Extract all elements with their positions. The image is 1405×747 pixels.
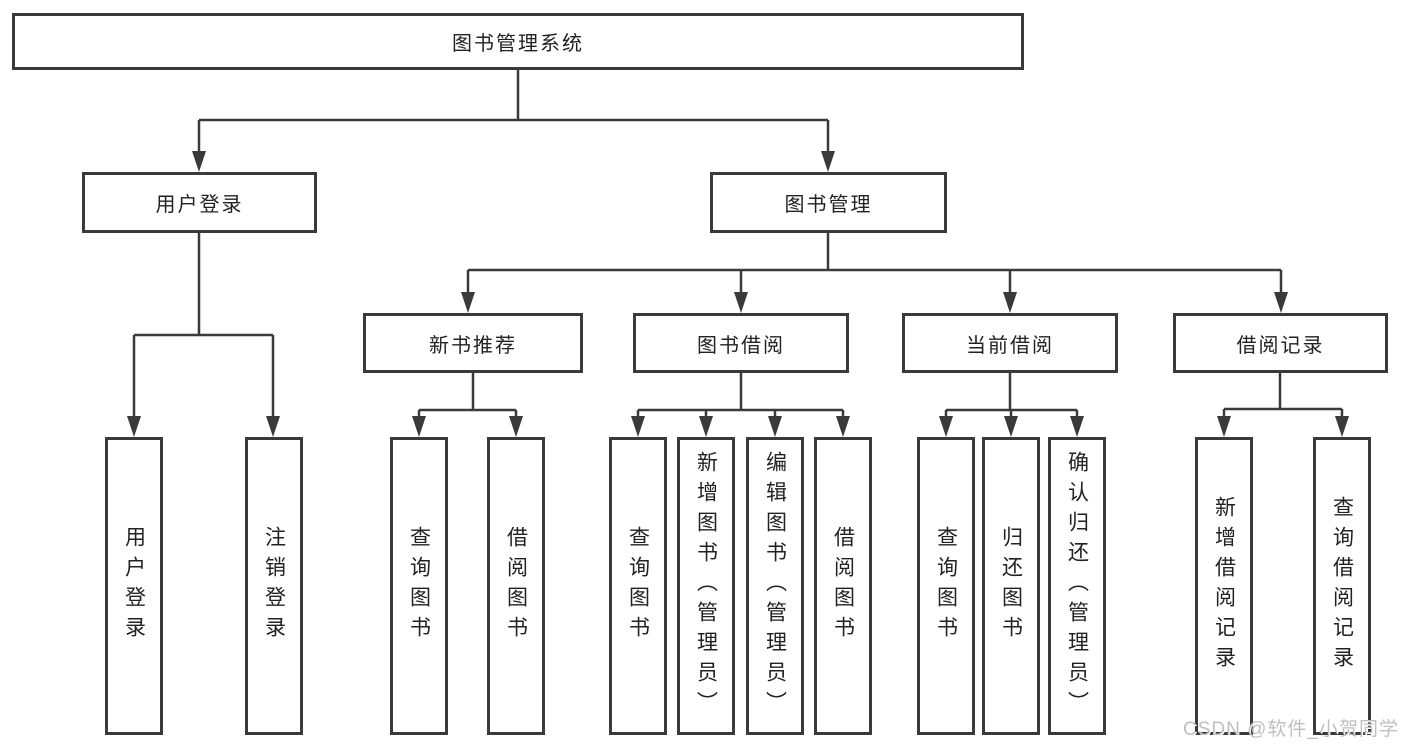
node-label: 查询图书 [626,526,650,646]
node-label: 新书推荐 [429,334,517,357]
node-current-borrowing: 当前借阅 [902,313,1118,373]
node-leaf-query-borrow-record: 查询借阅记录 [1313,437,1371,735]
node-leaf-add-books-admin: 新增图书（管理员） [677,437,735,735]
node-label: 查询借阅记录 [1330,496,1354,676]
arrowhead-icons [127,151,1349,437]
node-label: 编辑图书（管理员） [763,451,787,721]
node-library-management-system: 图书管理系统 [12,13,1024,70]
node-label: 查询图书 [407,526,431,646]
node-label: 借阅记录 [1236,334,1325,357]
node-label: 图书管理系统 [452,33,584,55]
node-label: 用户登录 [122,526,146,646]
node-label: 借阅图书 [504,526,528,646]
node-book-management-branch: 图书管理 [710,172,947,233]
node-label: 新增图书（管理员） [694,451,718,721]
node-label: 确认归还（管理员） [1065,451,1089,721]
node-leaf-query-books-3: 查询图书 [917,437,975,735]
node-leaf-user-login: 用户登录 [105,437,163,735]
node-leaf-return-books: 归还图书 [982,437,1040,735]
node-leaf-confirm-return-admin: 确认归还（管理员） [1048,437,1106,735]
node-label: 借阅图书 [831,526,855,646]
node-leaf-logout: 注销登录 [245,437,303,735]
node-label: 图书借阅 [697,334,785,357]
node-leaf-borrow-books-2: 借阅图书 [814,437,872,735]
node-label: 归还图书 [999,526,1023,646]
csdn-watermark: CSDN @软件_小贺同学 [1183,719,1399,740]
node-label: 当前借阅 [966,334,1054,357]
node-user-login-branch: 用户登录 [82,172,317,233]
node-book-borrowing: 图书借阅 [633,313,849,373]
node-label: 图书管理 [784,194,873,216]
node-label: 用户登录 [155,194,244,216]
node-new-book-recommend: 新书推荐 [363,313,583,373]
node-leaf-query-books-2: 查询图书 [609,437,667,735]
node-leaf-query-books-1: 查询图书 [390,437,448,735]
node-label: 注销登录 [262,526,286,646]
node-leaf-add-borrow-record: 新增借阅记录 [1195,437,1253,735]
node-leaf-edit-books-admin: 编辑图书（管理员） [746,437,804,735]
node-label: 新增借阅记录 [1212,496,1236,676]
node-leaf-borrow-books-1: 借阅图书 [487,437,545,735]
node-borrowing-records: 借阅记录 [1173,313,1388,373]
node-label: 查询图书 [934,526,958,646]
